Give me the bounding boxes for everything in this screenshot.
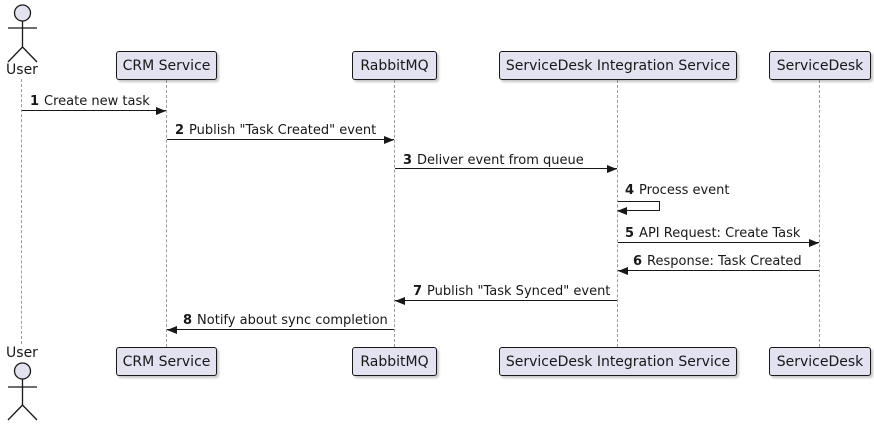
- message-3-text: Deliver event from queue: [417, 153, 584, 168]
- actor-user-label-bottom: User: [6, 345, 38, 361]
- lifeline-user: [21, 79, 22, 344]
- message-8-text: Notify about sync completion: [197, 313, 388, 328]
- message-1-number: 1: [30, 94, 40, 109]
- message-7-text: Publish "Task Synced" event: [427, 284, 611, 299]
- message-5-arrow: [618, 238, 819, 247]
- lifeline-crm-service: [166, 80, 167, 347]
- participant-servicedesk-integration-bottom: ServiceDesk Integration Service: [499, 347, 737, 376]
- actor-user-figure-bottom: [7, 362, 38, 426]
- message-1-arrow: [22, 106, 166, 115]
- message-7-number: 7: [413, 284, 423, 299]
- message-3-label: 3 Deliver event from queue: [403, 153, 584, 168]
- message-5-text: API Request: Create Task: [639, 226, 801, 241]
- message-1-text: Create new task: [44, 94, 150, 109]
- participant-crm-service-top: CRM Service: [116, 51, 217, 80]
- message-5-label: 5 API Request: Create Task: [625, 226, 800, 241]
- lifeline-servicedesk: [819, 80, 820, 347]
- stick-figure-icon: [7, 4, 38, 63]
- message-7-arrow: [395, 296, 617, 305]
- message-8-label: 8 Notify about sync completion: [183, 313, 388, 328]
- message-6-arrow: [618, 266, 819, 275]
- message-2-text: Publish "Task Created" event: [189, 123, 377, 138]
- message-4-label: 4 Process event: [625, 183, 730, 198]
- message-6-text: Response: Task Created: [647, 254, 802, 269]
- message-8-number: 8: [183, 313, 193, 328]
- message-6-number: 6: [633, 254, 643, 269]
- participant-rabbitmq-bottom: RabbitMQ: [352, 347, 437, 376]
- participant-servicedesk-bottom: ServiceDesk: [769, 347, 871, 376]
- message-1-label: 1 Create new task: [30, 94, 150, 109]
- participant-servicedesk-integration-top: ServiceDesk Integration Service: [499, 51, 737, 80]
- message-2-number: 2: [175, 123, 185, 138]
- message-6-label: 6 Response: Task Created: [633, 254, 802, 269]
- message-3-arrow: [395, 164, 617, 173]
- message-8-arrow: [167, 325, 394, 334]
- message-2-label: 2 Publish "Task Created" event: [175, 123, 376, 138]
- participant-servicedesk-top: ServiceDesk: [769, 51, 871, 80]
- message-3-number: 3: [403, 153, 413, 168]
- message-4-arrowhead: [617, 207, 627, 215]
- stick-figure-icon: [7, 362, 38, 421]
- message-4-self-arrow: [617, 201, 660, 215]
- participant-crm-service-bottom: CRM Service: [116, 347, 217, 376]
- lifeline-rabbitmq: [394, 80, 395, 347]
- message-4-text: Process event: [639, 183, 730, 198]
- message-4-number: 4: [625, 183, 635, 198]
- participant-rabbitmq-top: RabbitMQ: [352, 51, 437, 80]
- message-5-number: 5: [625, 226, 635, 241]
- message-2-arrow: [167, 135, 394, 144]
- message-7-label: 7 Publish "Task Synced" event: [413, 284, 610, 299]
- actor-user-figure-top: [7, 4, 38, 68]
- actor-user-label-top: User: [6, 62, 38, 78]
